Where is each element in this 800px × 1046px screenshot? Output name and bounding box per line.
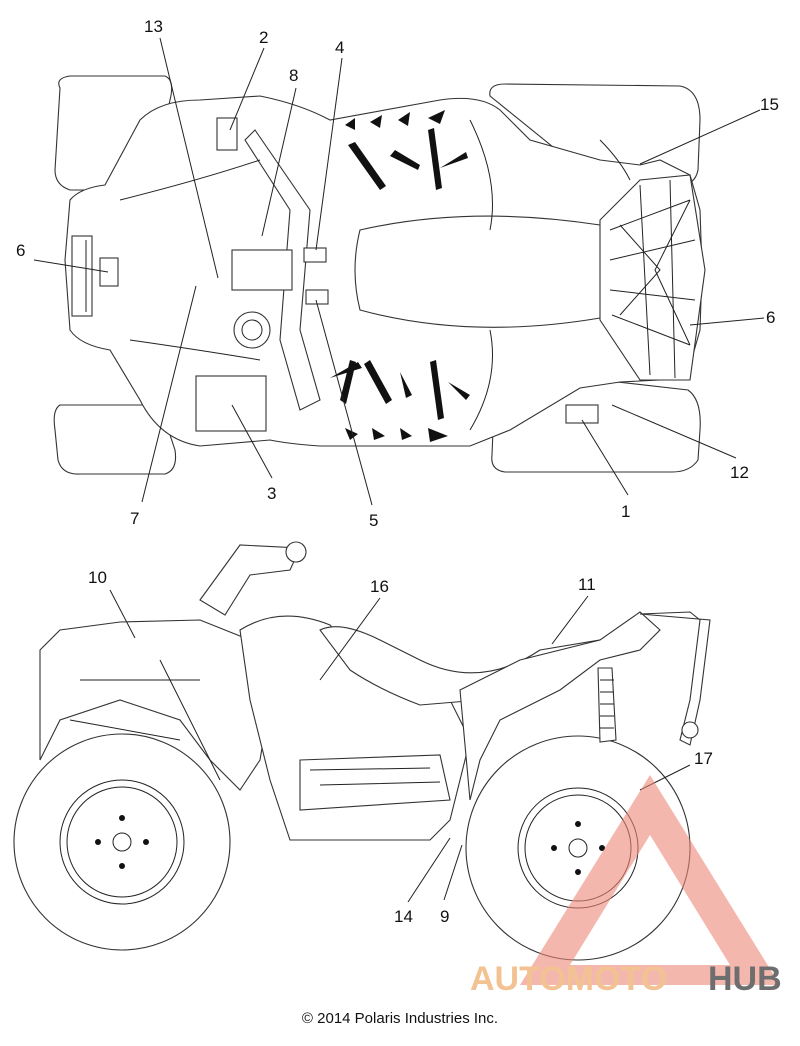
label-3 xyxy=(195,375,267,432)
callout-numbers: 1 2 3 4 5 6 6 7 8 9 10 11 12 13 14 15 16… xyxy=(16,17,779,926)
callout-6-right: 6 xyxy=(766,308,775,327)
fuel-cap xyxy=(233,311,271,349)
watermark-logo xyxy=(520,775,780,985)
callout-12: 12 xyxy=(730,463,749,482)
callout-3: 3 xyxy=(267,484,276,503)
callout-10: 10 xyxy=(88,568,107,587)
watermark-text-2: HUB xyxy=(708,960,782,998)
leader-lines xyxy=(33,37,765,903)
footwell-decal-bottom xyxy=(330,360,470,442)
callout-1: 1 xyxy=(621,502,630,521)
callout-11: 11 xyxy=(578,575,596,594)
label-6-front xyxy=(99,257,119,287)
watermark: AUTOMOTO HUB xyxy=(470,775,782,998)
callout-13: 13 xyxy=(144,17,163,36)
callout-6-left: 6 xyxy=(16,241,25,260)
callout-5: 5 xyxy=(369,511,378,530)
callout-9: 9 xyxy=(440,907,449,926)
callout-15: 15 xyxy=(760,95,779,114)
rear-rack xyxy=(599,174,706,381)
footwell-decal-top xyxy=(345,110,468,190)
front-rack xyxy=(71,235,93,317)
front-wheel xyxy=(13,733,231,951)
callout-7: 7 xyxy=(130,509,139,528)
atv-side-view xyxy=(13,541,711,961)
callout-8: 8 xyxy=(289,66,298,85)
front-fender xyxy=(39,619,271,791)
callout-4: 4 xyxy=(335,38,344,57)
atv-top-view xyxy=(53,75,706,475)
seat xyxy=(354,215,609,328)
rear-rack-side xyxy=(639,611,711,746)
front-right-tire xyxy=(53,404,177,475)
callout-2: 2 xyxy=(259,28,268,47)
gauge-pod xyxy=(231,249,293,291)
watermark-text-1: AUTOMOTO xyxy=(470,960,667,998)
copyright-footer: © 2014 Polaris Industries Inc. xyxy=(301,1010,499,1027)
label-4 xyxy=(303,247,327,263)
callout-14: 14 xyxy=(394,907,413,926)
rear-shock xyxy=(597,667,617,743)
callout-17: 17 xyxy=(694,749,713,768)
label-2 xyxy=(216,117,238,151)
callout-16: 16 xyxy=(370,577,389,596)
handlebar-side xyxy=(199,544,301,616)
rear-fender xyxy=(459,611,661,801)
label-1 xyxy=(565,404,599,424)
